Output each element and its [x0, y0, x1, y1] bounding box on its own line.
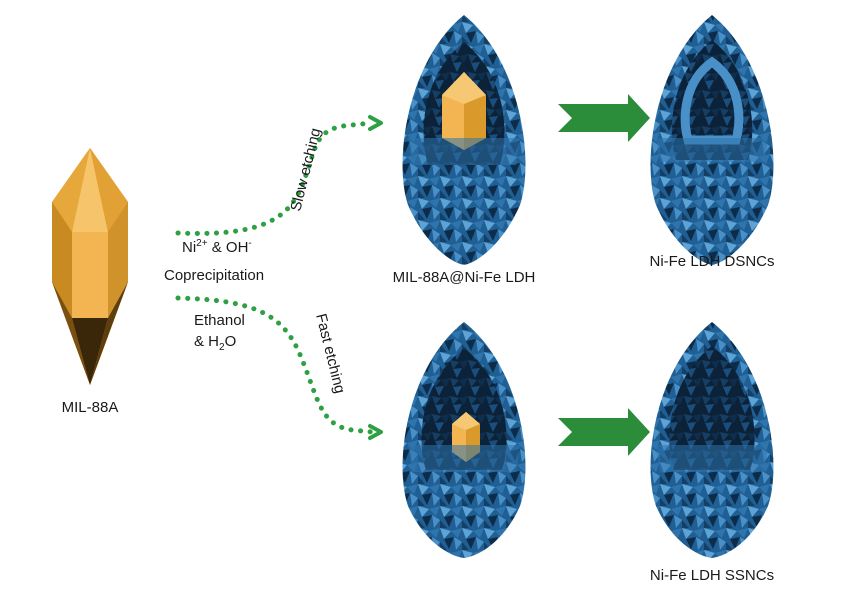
- fast-etching-path: [175, 295, 375, 435]
- label-solvent-2: & H2O: [194, 333, 236, 353]
- label-solvent-1: Ethanol: [194, 312, 245, 329]
- chevron-arrow-top-icon: [558, 94, 650, 142]
- flow-arrowhead-bottom-icon: [368, 424, 383, 440]
- chevron-arrow-bottom-icon: [558, 408, 650, 456]
- single-shell-particle-icon: [650, 322, 774, 558]
- label-mil-88a: MIL-88A: [62, 399, 119, 416]
- label-product-top: Ni-Fe LDH DSNCs: [649, 253, 774, 270]
- core-shell-particle-bottom-icon: [402, 322, 526, 558]
- label-fast-etching: Fast etching: [312, 312, 348, 395]
- mil-88a-crystal-icon: [52, 148, 128, 385]
- core-shell-particle-top-icon: [402, 15, 526, 265]
- flow-arrowhead-top-icon: [368, 115, 383, 131]
- label-coprecipitation: Coprecipitation: [164, 267, 264, 284]
- label-reagents: Ni2+ & OH-: [182, 238, 252, 256]
- label-slow-etching: Slow etching: [287, 126, 324, 213]
- slow-etching-path: [175, 120, 375, 236]
- label-product-bottom: Ni-Fe LDH SSNCs: [650, 567, 774, 584]
- double-shell-particle-icon: [650, 15, 774, 265]
- label-intermediate: MIL-88A@Ni-Fe LDH: [393, 269, 536, 286]
